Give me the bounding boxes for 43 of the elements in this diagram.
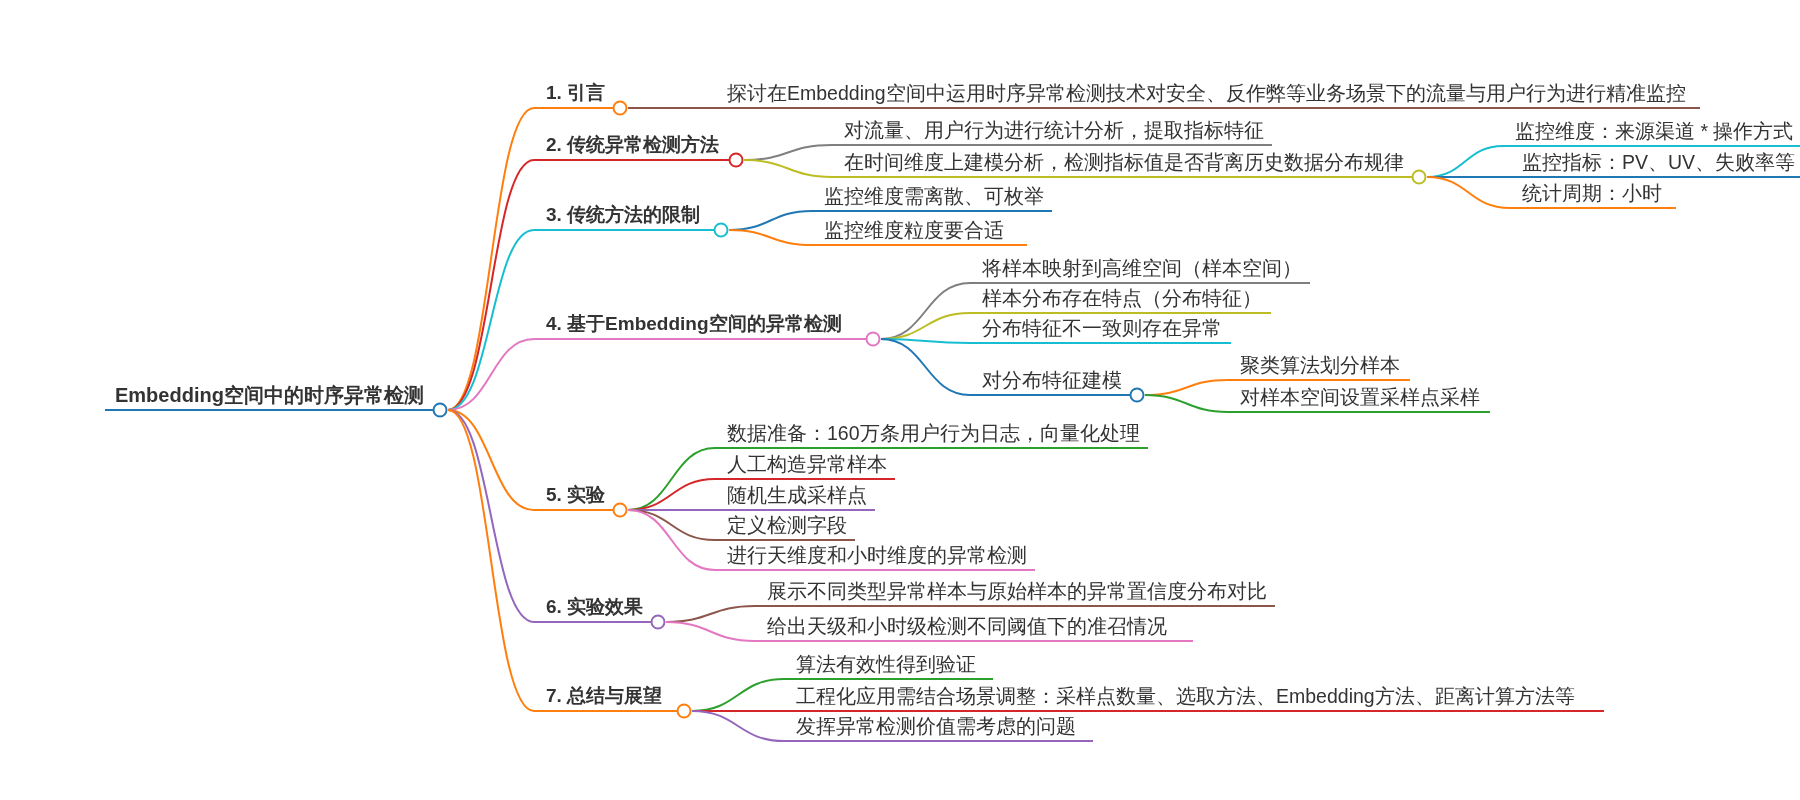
subtopic: 发挥异常检测价值需考虑的问题 — [784, 714, 1093, 742]
subtopic: 进行天维度和小时维度的异常检测 — [715, 543, 1035, 571]
branch-line — [728, 229, 813, 246]
branch-line — [447, 107, 535, 411]
branch-line — [1426, 176, 1511, 209]
subtopic: 工程化应用需结合场景调整：采样点数量、选取方法、Embedding方法、距离计算方法等 — [784, 684, 1604, 712]
branch-line — [691, 710, 785, 742]
subtopic: 在时间维度上建模分析，检测指标值是否背离历史数据分布规律 — [832, 150, 1412, 178]
main-topic: 7. 总结与展望 — [534, 684, 677, 712]
subtopic: 随机生成采样点 — [715, 483, 875, 511]
branch-line — [665, 621, 756, 642]
subtopic: 对分布特征建模 — [970, 368, 1130, 396]
main-topic: 6. 实验效果 — [534, 595, 651, 623]
main-topic: 5. 实验 — [534, 483, 613, 511]
subtopic: 监控维度需离散、可枚举 — [812, 184, 1052, 212]
branch-line — [743, 159, 833, 178]
subtopic: 监控维度粒度要合适 — [812, 218, 1027, 246]
branch-line — [880, 338, 971, 396]
subtopic: 样本分布存在特点（分布特征） — [970, 286, 1271, 314]
subtopic: 展示不同类型异常样本与原始样本的异常置信度分布对比 — [755, 579, 1275, 607]
subtopic: 定义检测字段 — [715, 513, 855, 541]
main-topic: 3. 传统方法的限制 — [534, 203, 714, 231]
subtopic: 探讨在Embedding空间中运用时序异常检测技术对安全、反作弊等业务场景下的流量与用户行为进行精准监控 — [715, 81, 1700, 109]
branch-line — [1144, 394, 1229, 413]
main-topic: 2. 传统异常检测方法 — [534, 133, 729, 161]
subtopic: 分布特征不一致则存在异常 — [970, 316, 1231, 344]
subtopic: 将样本映射到高维空间（样本空间） — [970, 256, 1310, 284]
main-topic: 4. 基于Embedding空间的异常检测 — [534, 312, 866, 340]
subtopic: 聚类算法划分样本 — [1228, 353, 1410, 381]
subtopic: 统计周期：小时 — [1510, 181, 1676, 209]
branch-line — [447, 409, 535, 712]
subtopic: 数据准备：160万条用户行为日志，向量化处理 — [715, 421, 1148, 449]
main-topic: 1. 引言 — [534, 81, 613, 109]
subtopic: 给出天级和小时级检测不同阈值下的准召情况 — [755, 614, 1193, 642]
subtopic: 算法有效性得到验证 — [784, 652, 993, 680]
central-topic: Embedding空间中的时序异常检测 — [105, 383, 433, 411]
subtopic: 监控维度：来源渠道 * 操作方式 — [1503, 119, 1800, 147]
branch-line — [627, 509, 716, 571]
subtopic: 对样本空间设置采样点采样 — [1228, 385, 1490, 413]
subtopic: 监控指标：PV、UV、失败率等 — [1510, 150, 1800, 178]
subtopic: 对流量、用户行为进行统计分析，提取指标特征 — [832, 118, 1272, 146]
branch-line — [627, 107, 716, 109]
subtopic: 人工构造异常样本 — [715, 452, 895, 480]
